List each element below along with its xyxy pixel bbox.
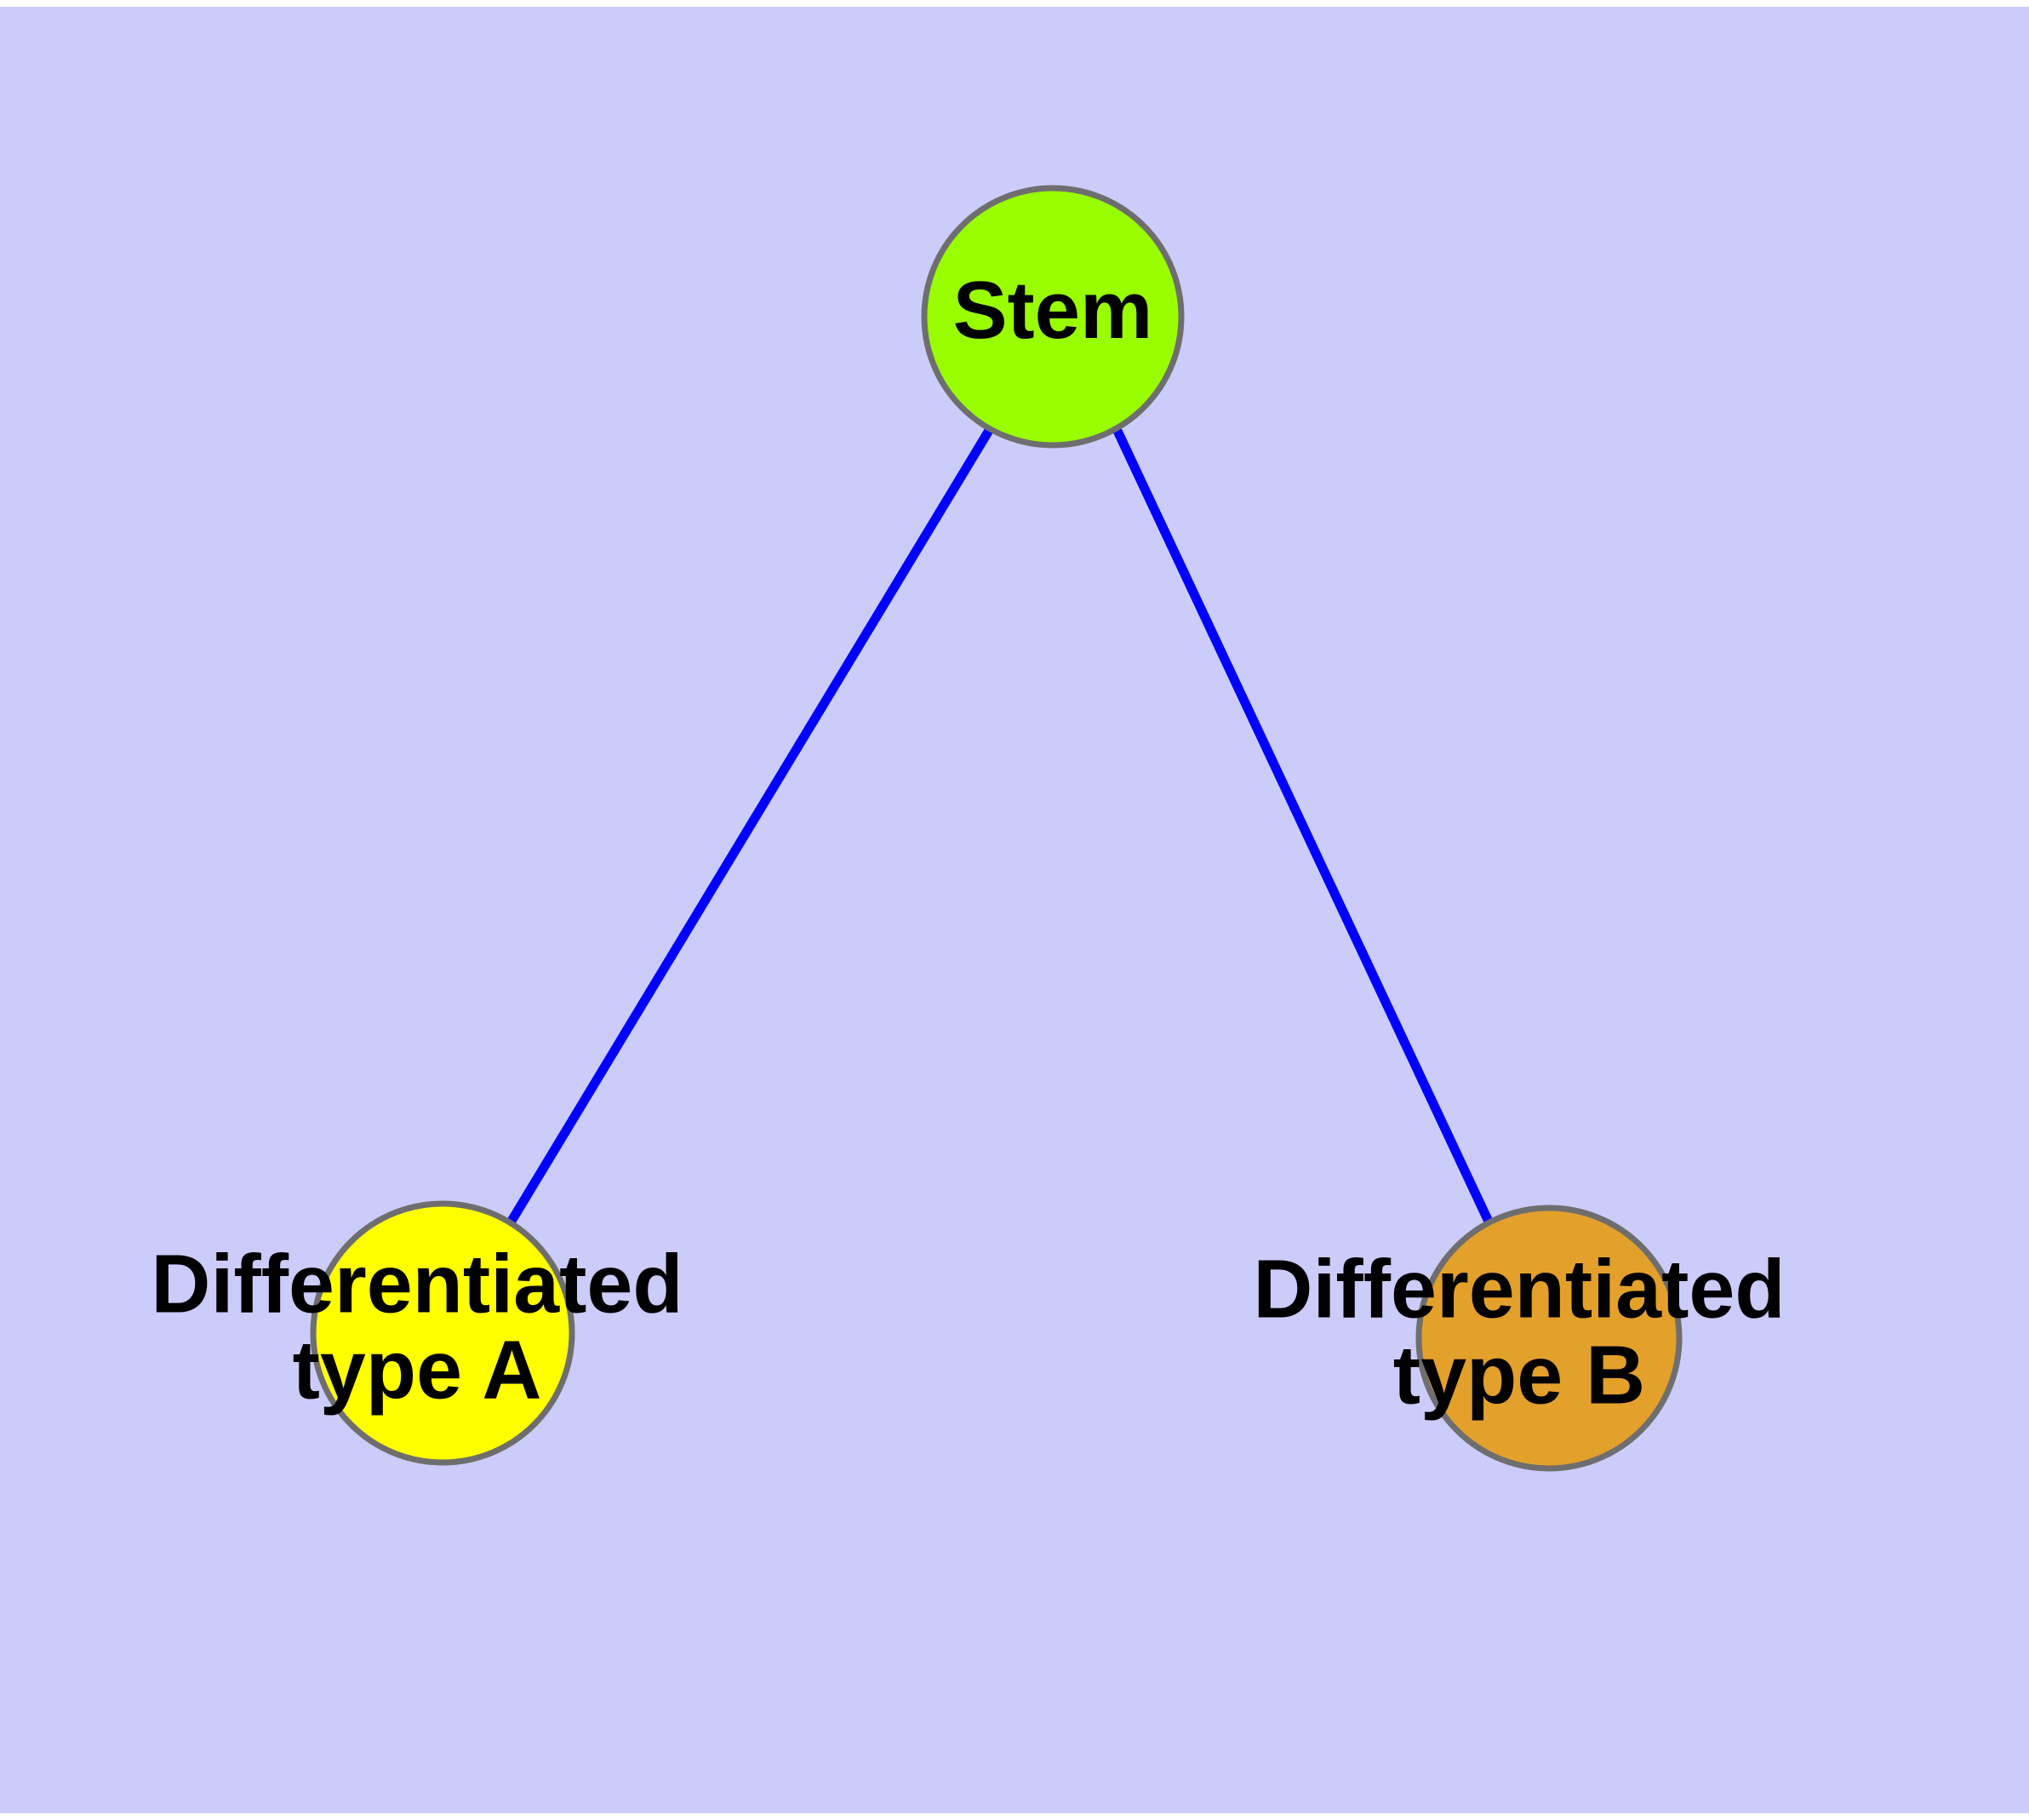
edge-stem-to-differentiated-type-a[interactable]: [506, 426, 994, 1225]
node-label-stem: Stem: [953, 265, 1153, 356]
edge-layer: [506, 426, 1494, 1226]
node-circle-differentiated-type-a[interactable]: [310, 1200, 575, 1466]
node-circle-stem[interactable]: [921, 185, 1185, 449]
node-circle-differentiated-type-b[interactable]: [1415, 1205, 1683, 1472]
node-layer: [310, 185, 1683, 1472]
edge-stem-to-differentiated-type-b[interactable]: [1112, 426, 1494, 1226]
